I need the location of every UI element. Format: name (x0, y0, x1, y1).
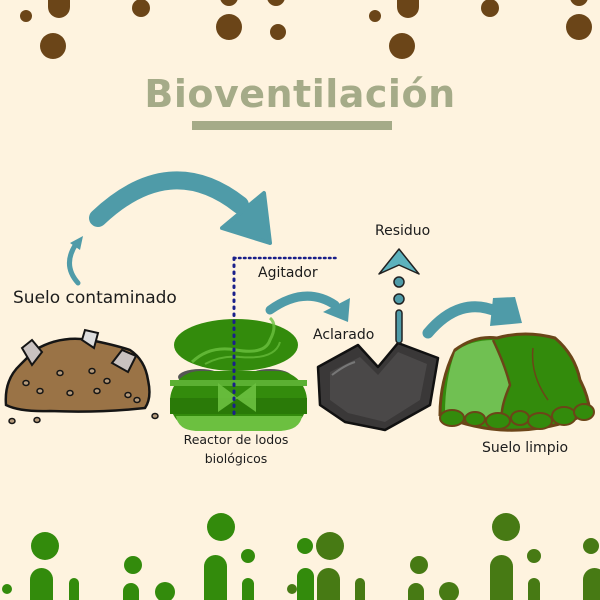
clarifier-icon (316, 341, 440, 432)
label-agitador: Agitador (258, 265, 318, 281)
label-suelo-limpio: Suelo limpio (482, 440, 569, 456)
label-suelo-contaminado: Suelo contaminado (13, 288, 177, 308)
title-underline (192, 121, 392, 130)
agitator-dotted-line (232, 256, 340, 417)
top-soil-dots-decoration (20, 0, 592, 59)
label-reactor: Reactor de lodos biológicos (183, 432, 289, 466)
bioreactor-icon (170, 316, 307, 431)
big-curved-arrow-icon (89, 171, 272, 245)
page-title: Bioventilación (144, 72, 456, 116)
small-curved-arrow-icon (67, 236, 83, 286)
contaminated-soil-icon (4, 328, 159, 425)
label-aclarado: Aclarado (313, 327, 375, 343)
residue-arrow-icon (378, 248, 420, 344)
clean-soil-icon (438, 332, 595, 432)
label-residuo: Residuo (375, 223, 431, 239)
arrow-to-clean-soil-icon (422, 297, 522, 339)
arrow-to-clarifier-icon (265, 291, 350, 322)
